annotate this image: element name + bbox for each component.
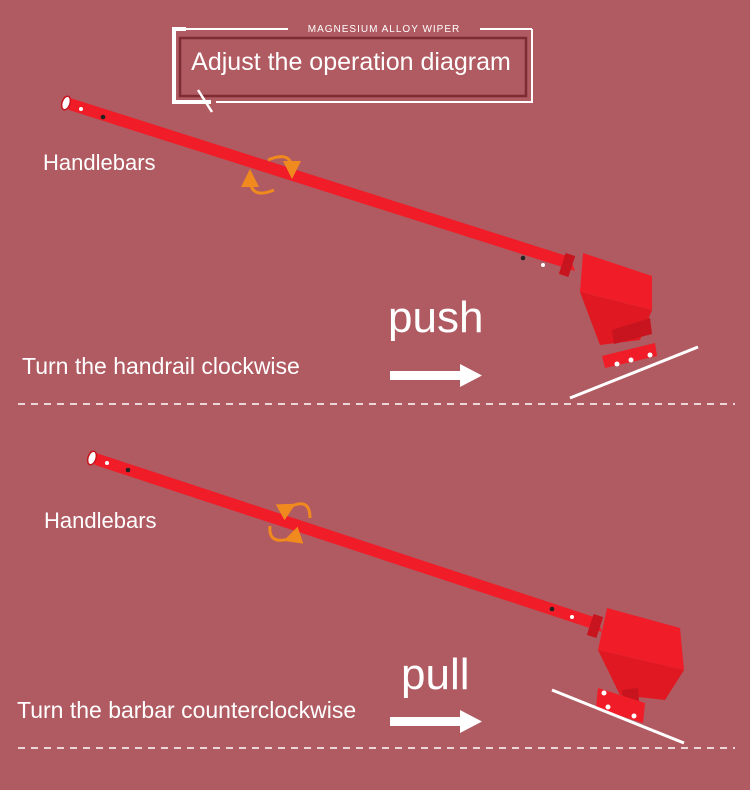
action-label: push	[388, 293, 484, 342]
wiper-handle-push	[60, 95, 576, 278]
header-kicker: MAGNESIUM ALLOY WIPER	[288, 24, 480, 35]
instruction-label: Turn the barbar counterclockwise	[17, 697, 357, 723]
wiper-head-push	[569, 253, 699, 400]
page-title: Adjust the operation diagram	[191, 48, 511, 76]
action-label: pull	[401, 650, 470, 699]
handle-label: Handlebars	[43, 150, 156, 175]
arrow-right-icon	[390, 710, 482, 733]
arrow-right-icon	[390, 364, 482, 387]
rotate-cycle-icon	[241, 155, 301, 195]
handle-label: Handlebars	[44, 508, 157, 533]
wiper-handle-pull	[86, 450, 604, 639]
instruction-label: Turn the handrail clockwise	[22, 353, 300, 379]
wiper-head-pull	[551, 608, 685, 745]
rotate-cycle-icon	[268, 502, 312, 544]
